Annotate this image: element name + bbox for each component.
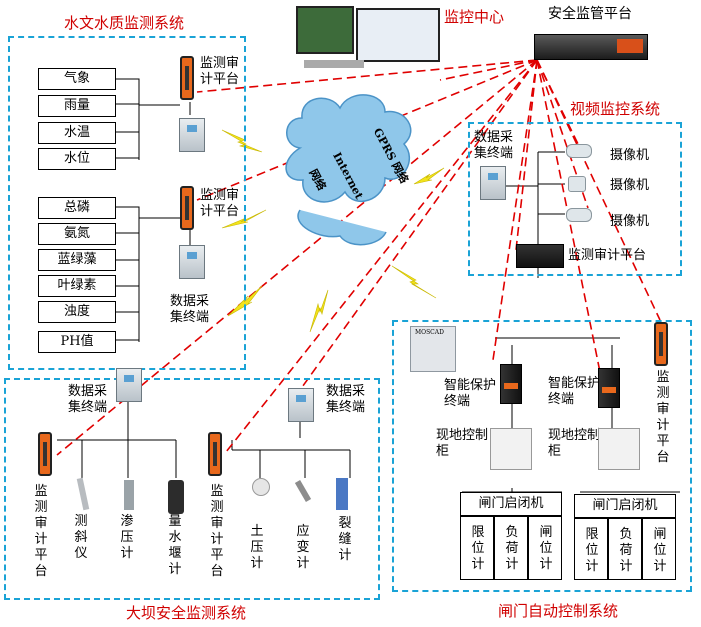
smart-protect-label-2: 智能保护终端 (548, 376, 601, 407)
dam-region (4, 378, 380, 600)
dam-terminal-label-2: 数据采集终端 (326, 384, 366, 415)
server-accent (617, 39, 643, 53)
video-audit-label: 监测审计平台 (568, 248, 647, 263)
hydro-title: 水文水质监测系统 (64, 14, 185, 32)
gate-machine-1-opening: 闸位计 (528, 516, 562, 580)
dam-title: 大坝安全监测系统 (126, 604, 247, 622)
sensor-rainfall: 雨量 (38, 95, 116, 117)
dam-audit-device-2 (208, 432, 222, 476)
audit-label-hydro-1: 监测审计平台 (200, 56, 240, 87)
crack-icon (336, 478, 348, 510)
field-cabinet-label-1: 现地控制柜 (436, 428, 489, 459)
rtu-device: MOSCAD (410, 326, 456, 372)
video-region (468, 122, 682, 276)
field-cabinet-1 (490, 428, 532, 470)
crack-label: 裂缝计 (338, 516, 352, 563)
monitor-center-title: 监控中心 (444, 8, 505, 26)
dam-audit-device-1 (38, 432, 52, 476)
sensor-turbidity: 浊度 (38, 301, 116, 323)
dam-terminal-label-1: 数据采集终端 (68, 384, 108, 415)
sensor-chlorophyll: 叶绿素 (38, 275, 116, 297)
gate-machine-2-limit: 限位计 (574, 518, 608, 580)
video-terminal-label: 数据采集终端 (474, 130, 514, 161)
gate-machine-1-load: 负荷计 (494, 516, 528, 580)
gate-machine-2-load: 负荷计 (608, 518, 642, 580)
earth-pressure-label: 土压计 (250, 524, 264, 571)
field-cabinet-label-2: 现地控制柜 (548, 428, 601, 459)
piezometer-label: 渗压计 (120, 514, 134, 561)
audit-label-hydro-2: 监测审计平台 (200, 188, 240, 219)
video-title: 视频监控系统 (570, 100, 661, 118)
monitor-screen-2 (356, 8, 440, 62)
dam-audit-label-2: 监测审计平台 (210, 484, 224, 579)
rtu-label: MOSCAD (415, 329, 444, 336)
camera-icon-3 (566, 208, 592, 222)
server-platform (534, 34, 648, 60)
weir-gauge-icon (168, 480, 184, 514)
gate-machine-2-load-text: 负荷计 (619, 527, 633, 574)
gate-machine-1: 闸门启闭机 (460, 492, 562, 516)
camera-icon-1 (566, 144, 592, 158)
gate-audit-device (654, 322, 668, 366)
gate-region (392, 320, 692, 592)
video-audit-device (516, 244, 564, 268)
gate-audit-label: 监测审计平台 (656, 370, 670, 465)
gate-machine-2-opening: 闸位计 (642, 518, 676, 580)
gate-machine-1-limit: 限位计 (460, 516, 494, 580)
terminal-hydro-2 (179, 245, 205, 279)
smart-protect-device-1 (500, 364, 522, 404)
audit-device-hydro-2 (180, 186, 194, 230)
smart-protect-device-2 (598, 368, 620, 408)
audit-device-hydro-1 (180, 56, 194, 100)
dam-audit-label-1: 监测审计平台 (34, 484, 48, 579)
weir-gauge-label: 量水堰计 (168, 514, 182, 577)
inclinometer-label: 测斜仪 (74, 514, 88, 561)
gate-machine-2-opening-text: 闸位计 (653, 527, 667, 574)
network-cloud (285, 94, 412, 246)
field-cabinet-2 (598, 428, 640, 470)
piezometer-icon (124, 480, 134, 510)
sensor-algae: 蓝绿藻 (38, 249, 116, 271)
camera-icon-2 (568, 176, 586, 192)
video-terminal (480, 166, 506, 200)
terminal-hydro-1 (179, 118, 205, 152)
gate-machine-2-limit-text: 限位计 (585, 527, 599, 574)
keyboard (304, 60, 364, 68)
camera-label-2: 摄像机 (610, 178, 650, 193)
earth-pressure-icon (252, 478, 270, 496)
sensor-weather: 气象 (38, 68, 116, 90)
camera-label-1: 摄像机 (610, 148, 650, 163)
sensor-total-phosphorus: 总磷 (38, 197, 116, 219)
dam-terminal-2 (288, 388, 314, 422)
sensor-ammonia: 氨氮 (38, 223, 116, 245)
platform-title: 安全监管平台 (548, 6, 632, 22)
camera-label-3: 摄像机 (610, 214, 650, 229)
gate-title: 闸门自动控制系统 (498, 602, 619, 620)
sensor-water-temp: 水温 (38, 122, 116, 144)
monitor-screen-1 (296, 6, 354, 54)
dam-terminal-1 (116, 368, 142, 402)
smart-protect-label-1: 智能保护终端 (444, 378, 497, 409)
gate-machine-1-limit-text: 限位计 (471, 525, 485, 572)
terminal-label-hydro: 数据采集终端 (170, 294, 210, 325)
sensor-ph: PH值 (38, 331, 116, 353)
gate-machine-1-load-text: 负荷计 (505, 525, 519, 572)
strain-label: 应变计 (296, 524, 310, 571)
sensor-water-level: 水位 (38, 148, 116, 170)
gate-machine-2: 闸门启闭机 (574, 494, 676, 518)
gate-machine-1-opening-text: 闸位计 (539, 525, 553, 572)
monitor-center-computer (296, 6, 440, 76)
